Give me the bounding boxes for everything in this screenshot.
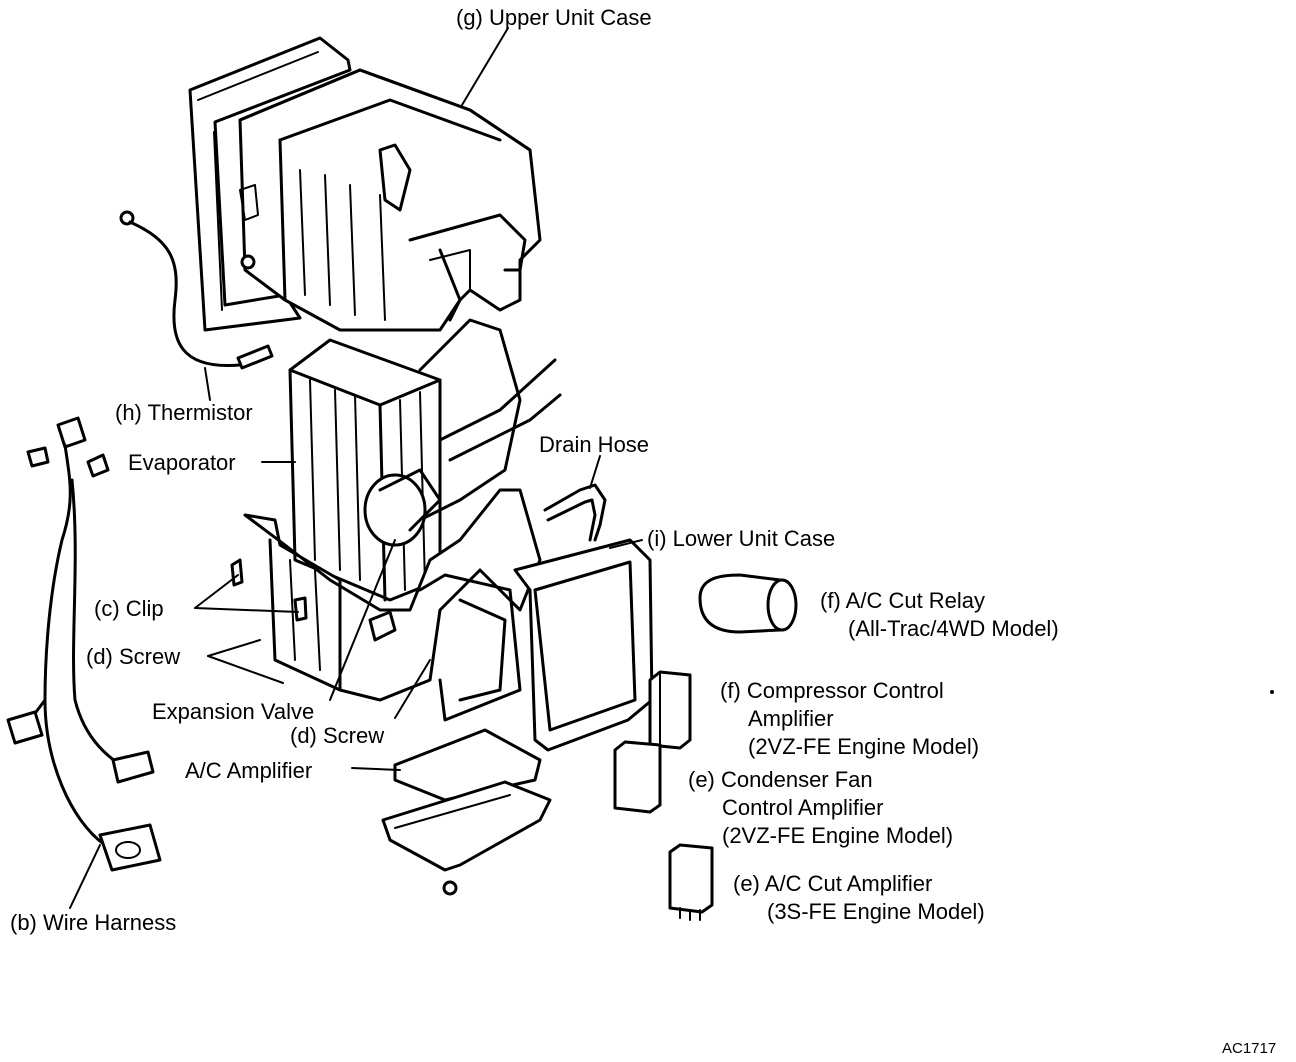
label-ac-cut-amplifier: (e) A/C Cut Amplifier [733,871,933,896]
label-drain-hose: Drain Hose [539,432,650,457]
evaporator-drawing [288,318,562,602]
label-compressor-control-model: (2VZ-FE Engine Model) [748,734,980,759]
label-clip: (c) Clip [94,596,164,621]
label-wire-harness: (b) Wire Harness [10,910,177,935]
wire-harness-drawing [6,416,162,872]
label-evaporator: Evaporator [128,450,236,475]
label-condenser-fan: (e) Condenser Fan [688,767,873,792]
label-ac-amplifier: A/C Amplifier [185,758,313,783]
label-ac-cut-amplifier-model: (3S-FE Engine Model) [767,899,985,924]
compressor-control-amplifier-drawing [648,670,692,750]
lower-case-seal-drawing [513,538,654,752]
label-upper-unit-case: (g) Upper Unit Case [456,5,652,30]
label-ac-cut-relay: (f) A/C Cut Relay [820,588,986,613]
lower-unit-case-drawing [230,488,542,722]
thermistor-drawing [119,210,274,370]
upper-unit-case-drawing [188,36,542,332]
ac-amplifier-drawing [381,728,552,896]
condenser-fan-control-amplifier-drawing [613,740,662,814]
label-condenser-fan-amplifier: Control Amplifier [722,795,884,820]
label-screw-left: (d) Screw [86,644,181,669]
leader-lines [69,27,643,909]
figure-code: AC1717 [1222,1040,1277,1057]
label-ac-cut-relay-model: (All-Trac/4WD Model) [848,616,1059,641]
label-condenser-fan-model: (2VZ-FE Engine Model) [722,823,954,848]
ac-cut-relay-drawing [698,573,798,634]
label-compressor-control: (f) Compressor Control [720,678,944,703]
label-expansion-valve: Expansion Valve [152,699,315,724]
drain-hose-drawing [543,483,607,542]
label-screw-center: (d) Screw [290,723,385,748]
ac-cut-amplifier-drawing [668,843,714,921]
label-lower-unit-case: (i) Lower Unit Case [647,526,836,551]
label-thermistor: (h) Thermistor [115,400,253,425]
label-compressor-control-amplifier: Amplifier [748,706,834,731]
